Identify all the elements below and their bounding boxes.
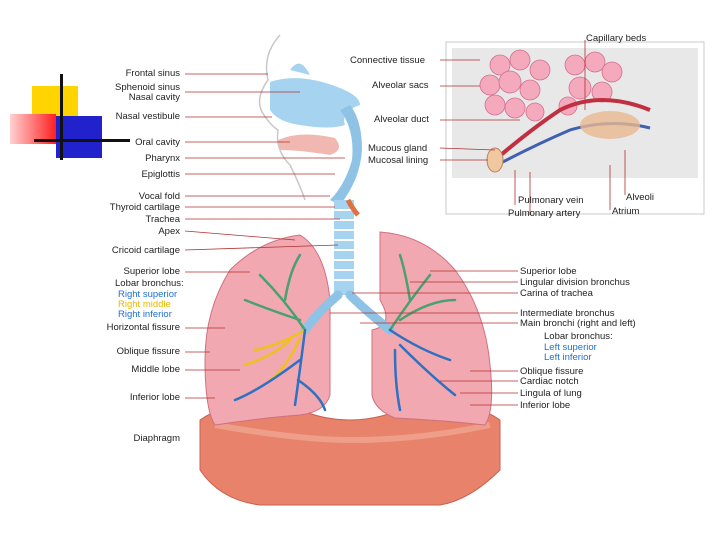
label-pulmonary-vein: Pulmonary vein [518,195,584,206]
pharynx-shape [330,105,362,205]
label-right-inferior: Right inferior [118,309,172,320]
label-nasal-cavity: Nasal cavity [128,92,180,103]
label-oblique-fissure-left: Oblique fissure [116,346,180,357]
label-atrium: Atrium [612,206,640,217]
main-bronchi [300,290,395,335]
oral-cavity-shape [278,134,339,155]
label-frontal-sinus: Frontal sinus [125,68,180,79]
label-right-middle: Right middle [118,299,171,310]
label-oblique-fissure-right: Oblique fissure [520,366,584,377]
alveolar-duct [493,98,651,162]
slide-ornament-blue [56,116,102,158]
label-sphenoid-sinus: Sphenoid sinus [115,82,180,93]
bronchiole-end [486,147,504,173]
label-left-inferior: Left inferior [544,352,592,363]
label-pulmonary-artery: Pulmonary artery [508,208,581,219]
label-alveoli: Alveoli [626,192,654,203]
slide-ornament-vline [60,74,63,160]
label-lingula-of-lung: Lingula of lung [520,388,582,399]
label-epiglottis: Epiglottis [141,169,180,180]
label-capillary-beds: Capillary beds [586,33,647,44]
label-pharynx: Pharynx [145,153,180,164]
label-carina-of-trachea: Carina of trachea [520,288,593,299]
label-connective-tissue: Connective tissue [350,55,425,66]
label-mucosal-lining: Mucosal lining [368,155,429,166]
slide-ornament-hline [34,139,130,142]
label-alveolar-duct: Alveolar duct [374,114,429,125]
left-lung-shape [371,231,493,426]
label-apex: Apex [158,226,180,237]
label-trachea: Trachea [145,214,181,225]
trachea-shape [334,200,354,295]
head-outline [258,34,306,201]
label-lobar-bronchus-right: Lobar bronchus: [544,331,613,342]
nasal-cavity-shape [270,78,360,128]
label-cardiac-notch: Cardiac notch [520,376,579,387]
label-superior-lobe-left: Superior lobe [123,266,180,277]
label-main-bronchi: Main bronchi (right and left) [520,318,636,329]
label-middle-lobe: Middle lobe [131,364,180,375]
leader-lines [184,40,626,406]
label-alveolar-sacs: Alveolar sacs [372,80,429,91]
label-oral-cavity: Oral cavity [135,137,180,148]
label-superior-lobe-right: Superior lobe [520,266,577,277]
label-diaphragm: Diaphragm [133,433,180,444]
label-vocal-fold: Vocal fold [138,191,180,202]
label-mucous-gland: Mucous gland [368,143,428,154]
label-inferior-lobe-left: Inferior lobe [129,392,180,403]
right-lung-shape [204,234,331,426]
label-lingular-division-bronchus: Lingular division bronchus [520,277,630,288]
label-cricoid-cartilage: Cricoid cartilage [111,245,180,256]
label-right-superior: Right superior [118,289,178,300]
label-left-superior: Left superior [544,342,597,353]
label-lobar-bronchus-left: Lobar bronchus: [115,278,184,289]
label-horizontal-fissure: Horizontal fissure [106,322,180,333]
label-intermediate-bronchus: Intermediate bronchus [520,308,615,319]
label-thyroid-cartilage: Thyroid cartilage [109,202,180,213]
label-inferior-lobe-right: Inferior lobe [520,400,571,411]
label-nasal-vestibule: Nasal vestibule [115,111,180,122]
